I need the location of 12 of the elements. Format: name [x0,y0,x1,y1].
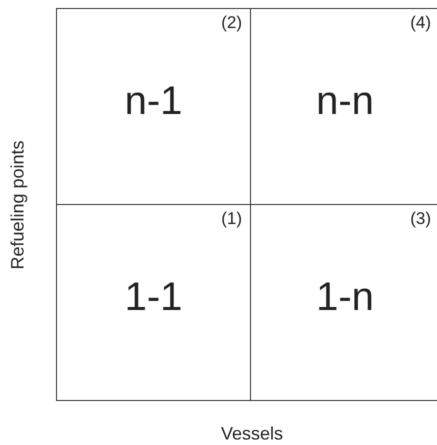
quadrant-label: n-1 [124,79,184,123]
quadrant-label: 1-n [315,275,375,319]
quadrant-number: (4) [410,13,431,33]
quadrant-label: 1-1 [124,275,184,319]
y-axis-label: Refueling points [8,140,28,270]
x-axis-label: Vessels [220,424,284,444]
quadrant-number: (1) [221,209,242,229]
quadrant-number: (3) [410,209,431,229]
matrix-quadrant [56,204,251,401]
quadrant-label: n-n [315,79,375,123]
quadrant-number: (2) [221,13,242,33]
matrix-quadrant [56,8,251,205]
